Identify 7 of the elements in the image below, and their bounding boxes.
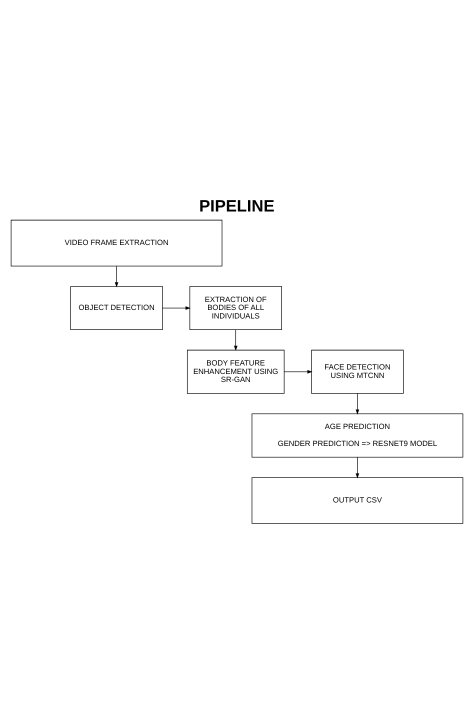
arrow (114, 265, 118, 287)
arrow (162, 306, 191, 310)
arrow (234, 329, 238, 350)
arrow (284, 370, 312, 374)
arrow (356, 456, 360, 478)
arrow (356, 392, 360, 414)
diagram-title: PIPELINE (199, 196, 274, 216)
